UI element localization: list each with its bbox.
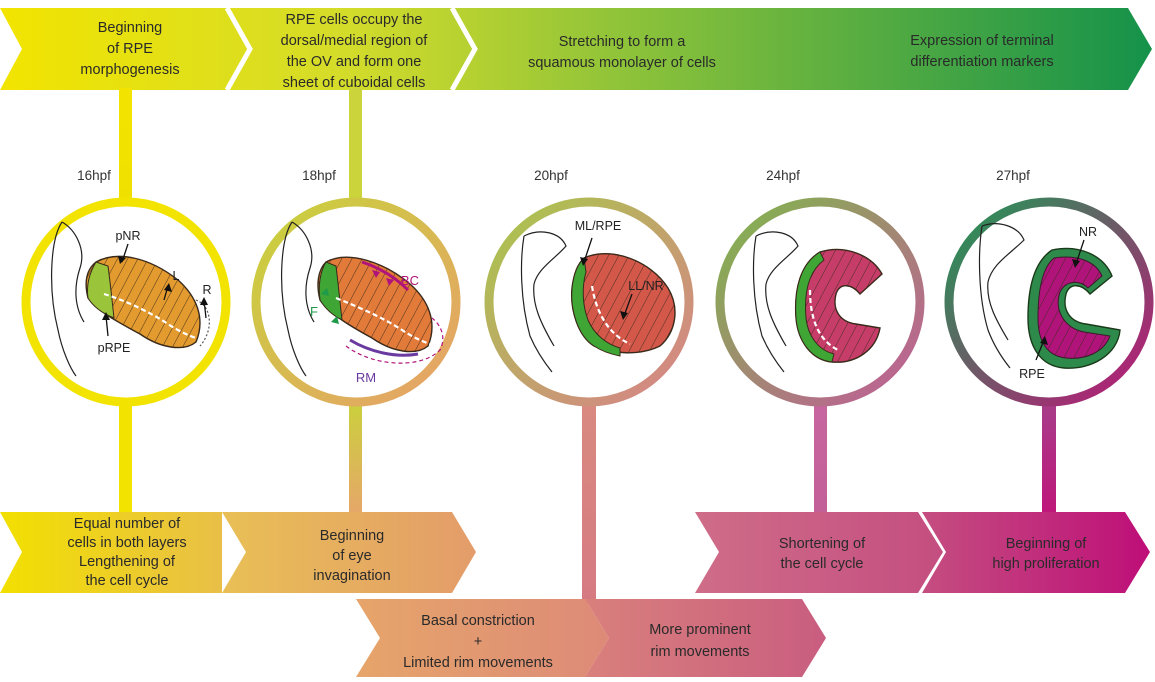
annotation-ll-nr: LL/NR xyxy=(628,279,663,293)
timepoint-label-20hpf: 20hpf xyxy=(534,168,568,183)
timepoint-label-27hpf: 27hpf xyxy=(996,168,1030,183)
annotation-rm: RM xyxy=(356,370,376,385)
annotation-pnr: pNR xyxy=(115,229,140,243)
lower-arrow-1: Basal constriction+Limited rim movements xyxy=(356,599,609,677)
timepoint-label-18hpf: 18hpf xyxy=(302,168,336,183)
annotation-ml-rpe: ML/RPE xyxy=(575,219,622,233)
annotation-prpe: pRPE xyxy=(98,341,131,355)
timepoint-label-24hpf: 24hpf xyxy=(766,168,800,183)
annotation-bc: BC xyxy=(401,273,419,288)
annotation-nr: NR xyxy=(1079,225,1097,239)
annotation-r: R xyxy=(202,283,211,297)
annotation-rpe: RPE xyxy=(1019,367,1045,381)
annotation-l: L xyxy=(173,269,180,283)
annotation-f: F xyxy=(310,304,318,319)
timepoint-label-16hpf: 16hpf xyxy=(77,168,111,183)
